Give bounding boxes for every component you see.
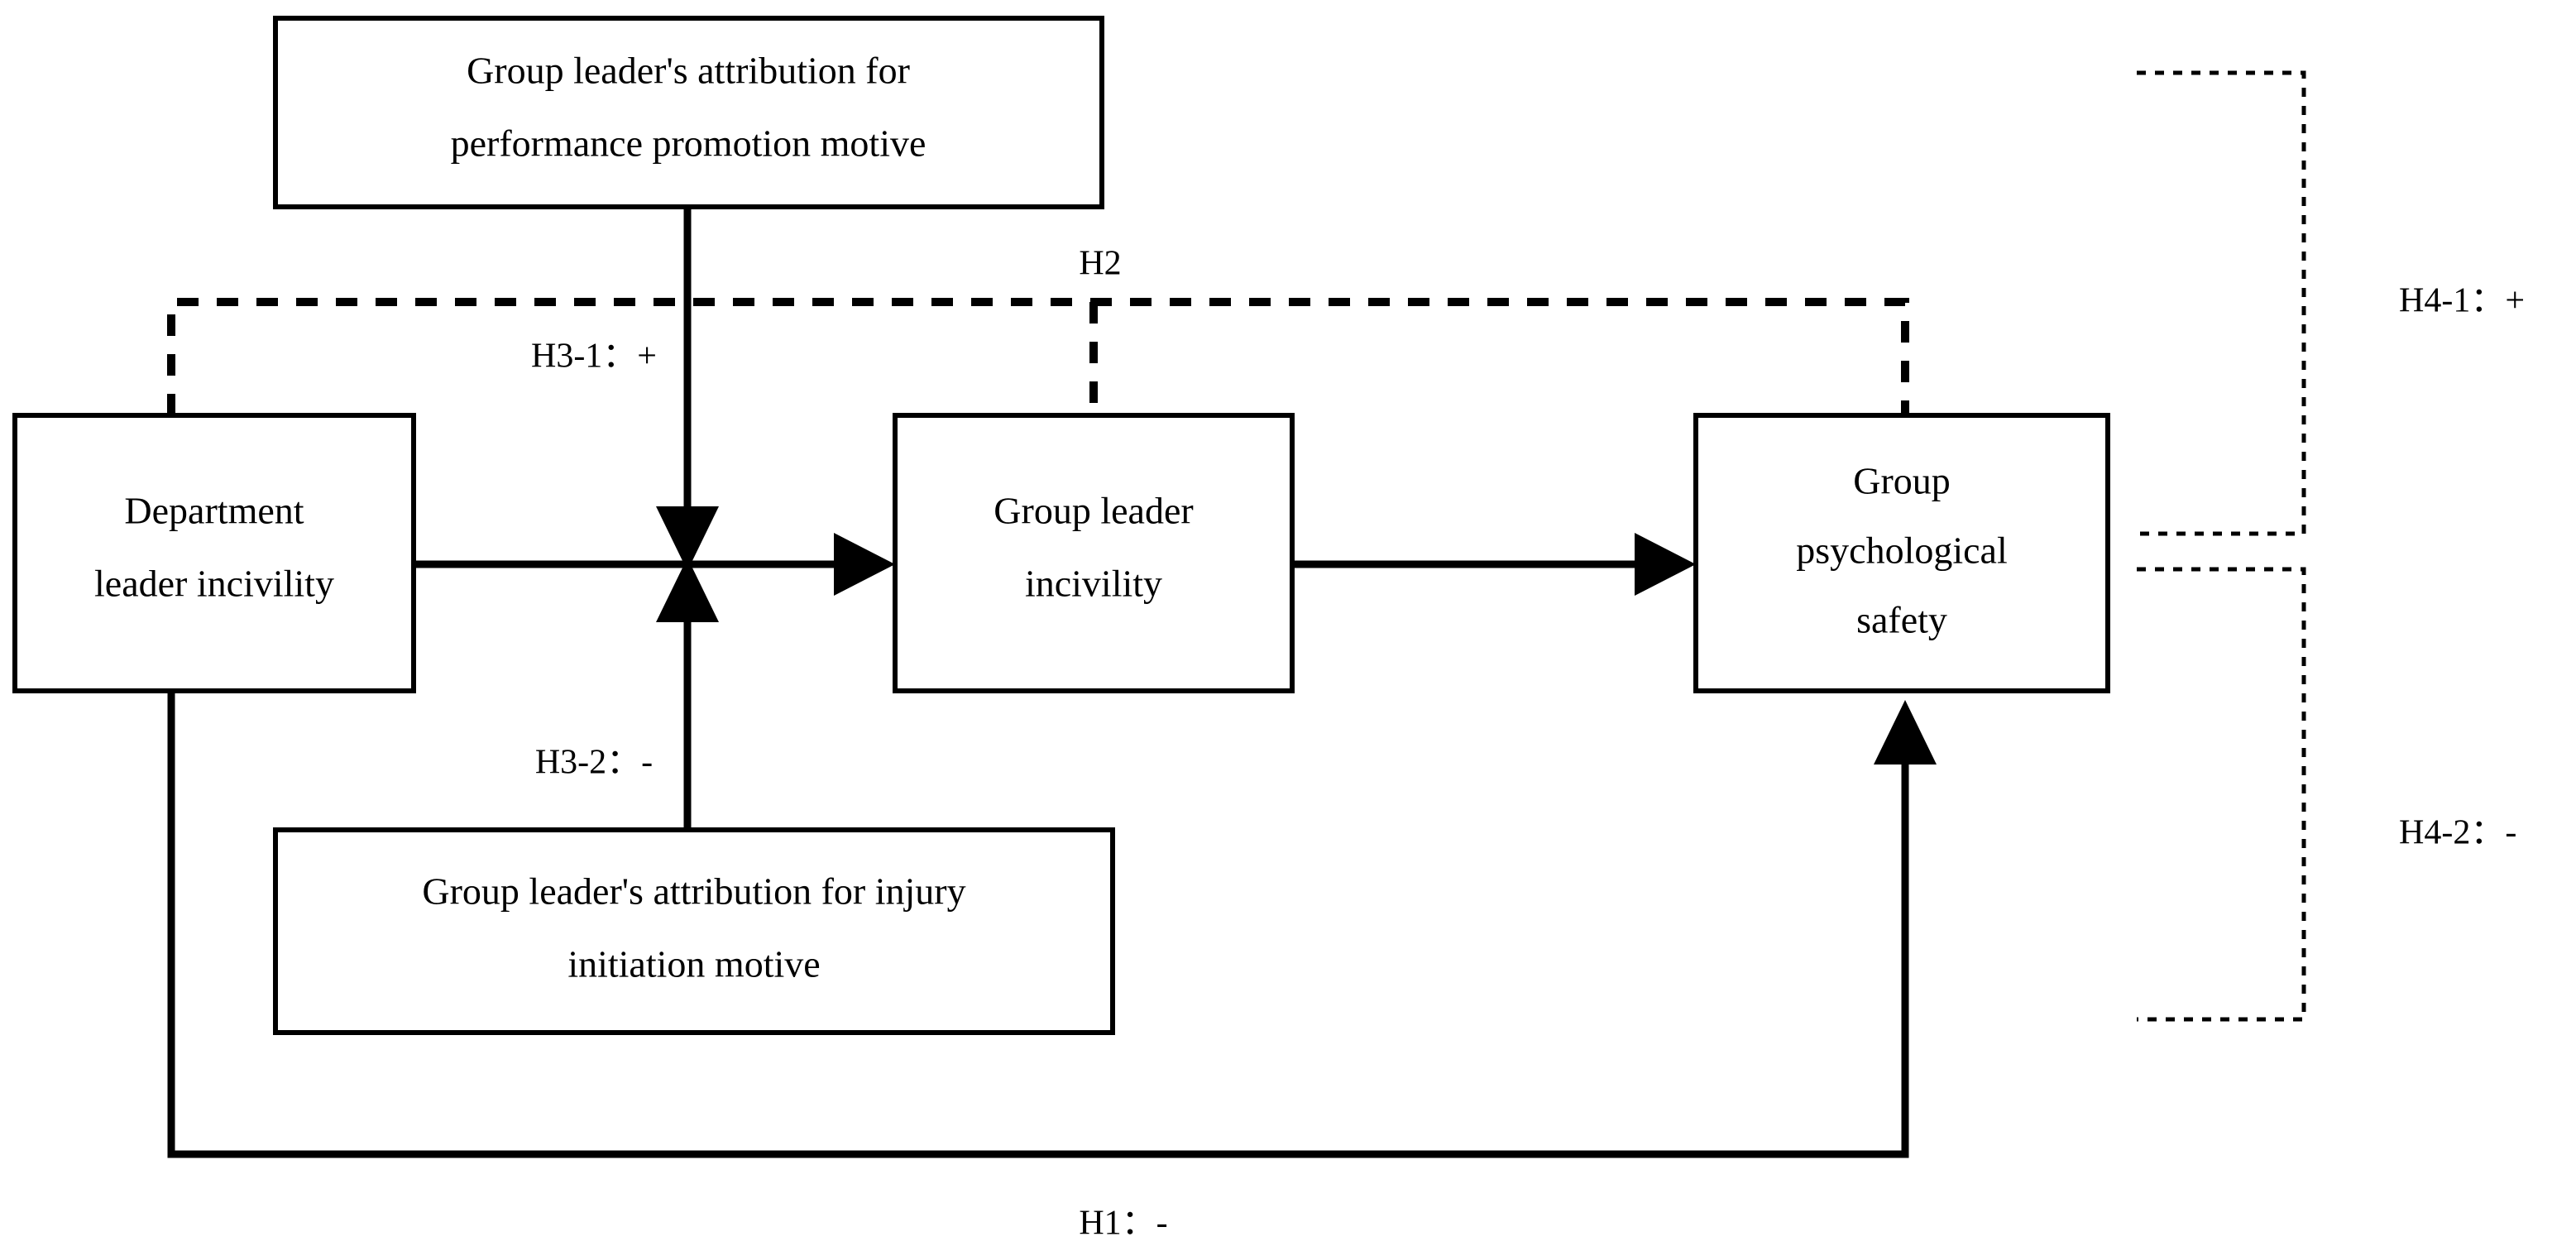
node-label-line1: Group leader <box>994 490 1193 532</box>
edge-top-moderator-to-junction <box>656 207 719 571</box>
bracket-h4-1 <box>2137 70 2306 536</box>
hypothesis-label-h4-2: H4-2：- <box>2399 814 2516 852</box>
hypothesis-label-h3-1: H3-1：+ <box>531 338 657 376</box>
node-group-leader-attribution-performance: Group leader's attribution for performan… <box>273 16 1104 209</box>
node-label-line2: initiation motive <box>567 943 820 985</box>
node-label-line1: Group leader's attribution for injury <box>422 870 965 913</box>
arrowhead-up <box>656 558 719 622</box>
hypothesis-label-h3-2: H3-2：- <box>535 744 653 782</box>
node-group-leader-attribution-injury: Group leader's attribution for injury in… <box>273 827 1115 1035</box>
node-label-line1: Group leader's attribution for <box>467 50 910 92</box>
arrowhead-up <box>1874 700 1937 764</box>
hypothesis-label-h4-1: H4-1：+ <box>2399 282 2525 320</box>
arrowhead-right <box>1635 533 1696 596</box>
edge-predictor-to-mediator <box>414 533 895 596</box>
arrowhead-down <box>656 506 719 571</box>
edge-predictor-to-outcome-h2 <box>167 298 1909 415</box>
hypothesis-label-h2: H2 <box>1079 245 1121 283</box>
node-label-line2: performance promotion motive <box>451 122 926 165</box>
edge-mediator-to-outcome <box>1292 533 1696 596</box>
node-label-line2: leader incivility <box>94 563 334 605</box>
node-group-leader-incivility: Group leader incivility <box>893 413 1295 693</box>
node-label-line2: psychological <box>1796 530 2008 572</box>
node-department-leader-incivility: Department leader incivility <box>12 413 416 693</box>
node-label-line1: Group <box>1853 460 1951 502</box>
node-group-psychological-safety: Group psychological safety <box>1693 413 2110 693</box>
hypothesis-label-h1: H1：- <box>1079 1205 1167 1243</box>
node-label-line2: incivility <box>1025 563 1162 605</box>
bracket-h4-2 <box>2137 567 2306 1022</box>
node-label-line1: Department <box>124 490 304 532</box>
node-label-line3: safety <box>1856 599 1947 641</box>
edge-bottom-moderator-to-junction <box>656 558 719 830</box>
edge-predictor-to-outcome-h1 <box>167 691 1937 1158</box>
arrowhead-right <box>834 533 895 596</box>
